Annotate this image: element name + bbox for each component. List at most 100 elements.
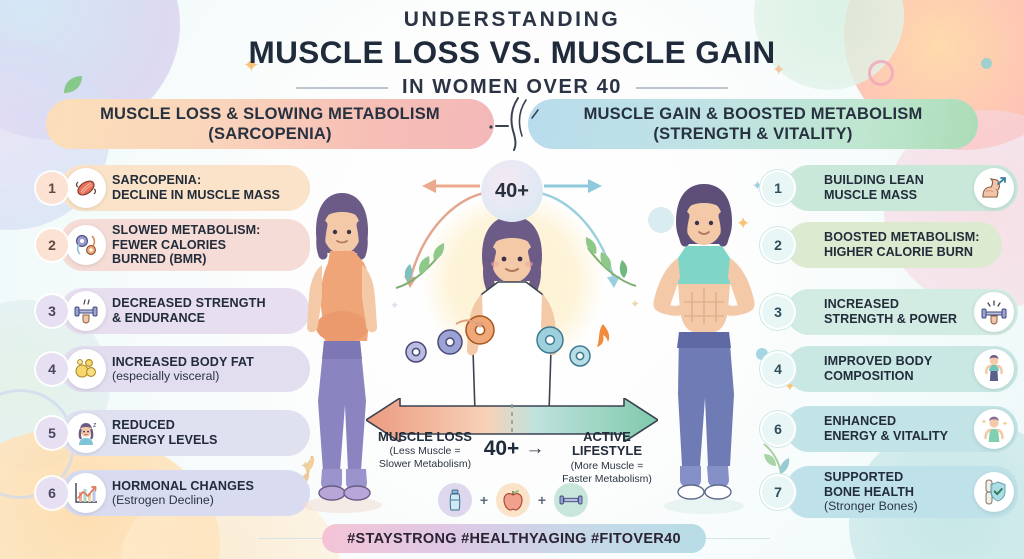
item-title: INCREASED BODY FAT — [112, 354, 254, 369]
item-number-badge: 3 — [762, 296, 794, 328]
item-text: SARCOPENIA: DECLINE IN MUSCLE MASS — [112, 173, 280, 202]
item-number-badge: 5 — [36, 417, 68, 449]
muscle-icon — [66, 168, 106, 208]
item-detail: MUSCLE MASS — [824, 188, 918, 202]
list-item[interactable]: 6 ENHANCED ENERGY & VITALITY ✦ ✦ — [762, 406, 1018, 452]
footer-rule-left — [258, 538, 324, 539]
figure-center-woman — [467, 216, 557, 412]
header-eyebrow: UNDERSTANDING — [403, 8, 621, 31]
item-text: DECREASED STRENGTH & ENDURANCE — [112, 296, 266, 325]
leaf-branch-icon — [395, 243, 445, 289]
item-detail: ENERGY LEVELS — [112, 433, 218, 447]
item-detail: (especially visceral) — [112, 369, 220, 384]
list-item[interactable]: 4 IMPROVED BODY COMPOSITION — [762, 346, 1018, 392]
page-header: UNDERSTANDING MUSCLE LOSS VS. MUSCLE GAI… — [0, 8, 1024, 99]
mid-age-group: 40+ → — [404, 437, 624, 461]
item-text: SLOWED METABOLISM: FEWER CALORIES BURNED… — [112, 223, 260, 267]
fit-woman-icon — [974, 349, 1014, 389]
page-title: MUSCLE LOSS VS. MUSCLE GAIN — [248, 34, 776, 70]
item-title: REDUCED — [112, 418, 175, 433]
banner-left-line1: MUSCLE LOSS & SLOWING METABOLISM — [100, 104, 440, 123]
banner-right-line1: MUSCLE GAIN & BOOSTED METABOLISM — [583, 104, 923, 123]
item-detail-2: (Stronger Bones) — [824, 499, 918, 514]
list-item[interactable]: 3 DECREASED STRENGTH & ENDURANCE — [36, 288, 310, 334]
tired-woman-icon: z — [66, 413, 106, 453]
list-item[interactable]: 7 SUPPORTED BONE HEALTH (Stronger Bones) — [762, 466, 1018, 518]
label-sub2: Slower Metabolism) — [378, 458, 472, 471]
list-item[interactable]: 5 z REDUCED ENERGY LEVELS — [36, 410, 310, 456]
svg-text:✦: ✦ — [981, 418, 987, 426]
age-badge-40plus: 40+ — [481, 160, 543, 222]
label-title-line1: ACTIVE — [583, 429, 631, 444]
flexed-bicep-icon — [974, 168, 1014, 208]
bone-shield-icon — [974, 472, 1014, 512]
list-item[interactable]: 4 INCREASED BODY FAT (especially viscera… — [36, 346, 310, 392]
item-text: SUPPORTED BONE HEALTH (Stronger Bones) — [824, 470, 918, 513]
fat-cells-icon — [66, 349, 106, 389]
banner-muscle-loss: MUSCLE LOSS & SLOWING METABOLISM (SARCOP… — [46, 99, 494, 149]
energetic-woman-icon: ✦ ✦ — [974, 409, 1014, 449]
label-title-line2: LIFESTYLE — [571, 443, 643, 459]
item-text: BOOSTED METABOLISM: HIGHER CALORIE BURN — [824, 230, 980, 259]
label-sub1: (More Muscle = — [570, 459, 644, 472]
item-text: REDUCED ENERGY LEVELS — [112, 418, 217, 447]
item-title: INCREASED — [824, 297, 900, 312]
item-number-badge: 7 — [762, 476, 794, 508]
item-detail: HIGHER CALORIE BURN — [824, 245, 974, 259]
item-detail: COMPOSITION — [824, 369, 914, 383]
bottom-labels: MUSCLE LOSS (Less Muscle = Slower Metabo… — [366, 429, 666, 485]
item-number-badge: 6 — [762, 413, 794, 445]
item-number-badge: 1 — [762, 172, 794, 204]
item-text: BUILDING LEAN MUSCLE MASS — [824, 173, 924, 202]
item-detail: (Estrogen Decline) — [112, 493, 214, 508]
item-detail: FEWER CALORIES — [112, 237, 227, 252]
list-item[interactable]: 3 INCREASED STRENGTH & POWER — [762, 289, 1018, 335]
label-muscle-loss: MUSCLE LOSS (Less Muscle = Slower Metabo… — [366, 429, 484, 471]
water-bottle-icon — [438, 483, 472, 517]
banner-right-line2: (STRENGTH & VITALITY) — [653, 124, 853, 143]
item-detail: BONE HEALTH — [824, 484, 915, 499]
svg-text:✦: ✦ — [1002, 420, 1008, 428]
list-item[interactable]: 1 SARCOPENIA: DECLINE IN MUSCLE MASS — [36, 165, 310, 211]
hashtag-banner: #STAYSTRONG #HEALTHYAGING #FITOVER40 — [322, 524, 706, 553]
item-number-badge: 1 — [36, 172, 68, 204]
label-sub2: Faster Metabolism) — [562, 472, 652, 485]
list-item[interactable]: 1 BUILDING LEAN MUSCLE MASS — [762, 165, 1018, 211]
item-number-badge: 4 — [762, 353, 794, 385]
item-title: ENHANCED — [824, 414, 897, 429]
gears-icon — [66, 225, 106, 265]
mid-age-text: 40+ — [483, 437, 520, 460]
list-item[interactable]: 2 SLOWED METABOLISM: FEWER CALORIES BURN… — [36, 219, 310, 271]
item-number-badge: 3 — [36, 295, 68, 327]
spectrum-arrow — [366, 398, 658, 442]
dumbbell-icon — [554, 483, 588, 517]
item-number-badge: 6 — [36, 477, 68, 509]
label-title: MUSCLE LOSS — [378, 429, 472, 444]
item-detail: & ENDURANCE — [112, 311, 206, 325]
squiggle-divider-icon — [489, 97, 539, 151]
item-detail: DECLINE IN MUSCLE MASS — [112, 188, 280, 202]
footer-rule-right — [704, 538, 770, 539]
item-text: INCREASED STRENGTH & POWER — [824, 297, 957, 326]
item-text: IMPROVED BODY COMPOSITION — [824, 354, 932, 383]
svg-text:z: z — [93, 422, 97, 429]
item-detail-2: BURNED (BMR) — [112, 252, 207, 267]
leaf-branch-icon — [585, 237, 637, 287]
label-sub1: (Less Muscle = — [389, 445, 461, 458]
dumbbell-power-icon — [974, 292, 1014, 332]
label-active-lifestyle: ACTIVE LIFESTYLE (More Muscle = Faster M… — [548, 429, 666, 485]
item-title: HORMONAL CHANGES — [112, 478, 255, 493]
lifestyle-icon-trio: + + — [438, 483, 588, 517]
item-detail: ENERGY & VITALITY — [824, 429, 949, 443]
item-detail: STRENGTH & POWER — [824, 312, 957, 326]
item-title: SUPPORTED — [824, 470, 904, 485]
item-title: BOOSTED METABOLISM: — [824, 230, 980, 245]
item-title: SARCOPENIA: — [112, 173, 202, 188]
item-number-badge: 2 — [762, 229, 794, 261]
list-item[interactable]: 2 BOOSTED METABOLISM: HIGHER CALORIE BUR… — [762, 222, 1002, 268]
list-item[interactable]: 6 HORMONAL CHANGES (Estrogen Decline) — [36, 470, 310, 516]
item-text: HORMONAL CHANGES (Estrogen Decline) — [112, 479, 254, 508]
plus-sign: + — [537, 492, 547, 508]
banner-muscle-gain: MUSCLE GAIN & BOOSTED METABOLISM (STRENG… — [528, 99, 978, 149]
